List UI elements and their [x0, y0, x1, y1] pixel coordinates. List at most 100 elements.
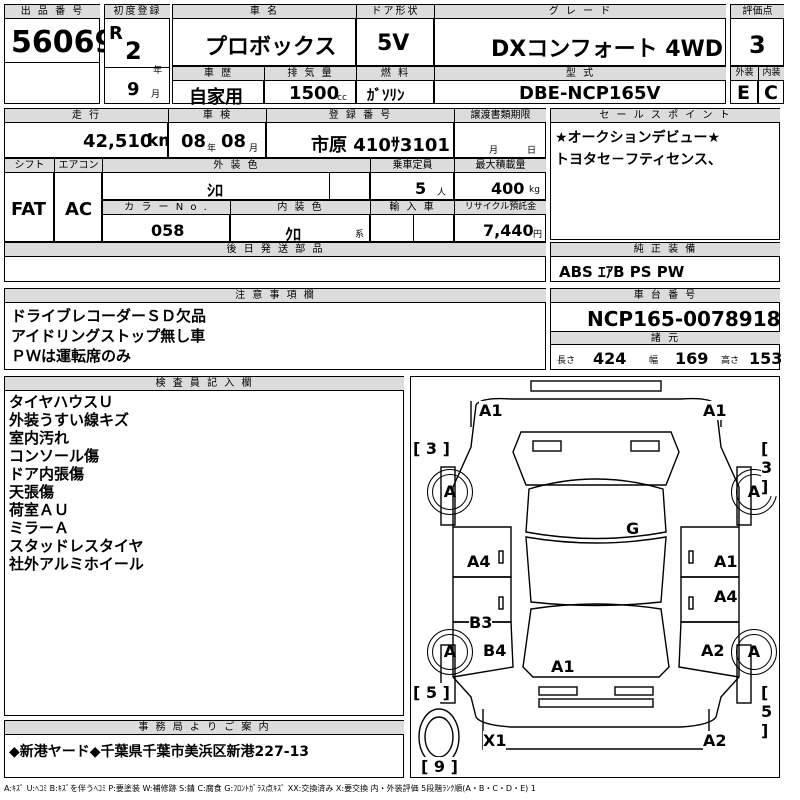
later-parts-cell: 後 日 発 送 部 品 — [4, 242, 546, 282]
inspector-line: 社外アルミホイール — [9, 555, 144, 573]
tire-rear-right: A — [731, 629, 777, 675]
registration-month: 9 — [127, 79, 140, 100]
equipment: ABS ｴｱB PS PW — [559, 263, 685, 281]
recycle-label: リサイクル預託金 — [455, 201, 546, 215]
load-unit: kg — [529, 185, 540, 195]
car-outline — [418, 380, 752, 766]
inspection-year-unit: 年 — [207, 144, 217, 154]
car-name-cell: 車 名 プロボックス — [172, 4, 356, 66]
color-no-cell: カ ラ ー N o . 058 — [102, 200, 230, 242]
office-text: ◆新港ヤード◆千葉県千葉市美浜区新港227-13 — [9, 744, 310, 760]
grade-cell: グ レ ー ド DXコンフォート 4WD — [434, 4, 726, 66]
inspector-label: 検 査 員 記 入 欄 — [5, 377, 404, 391]
sales-point-label: セ ー ル ス ポ イ ン ト — [551, 109, 780, 123]
equipment-label: 純 正 装 備 — [551, 243, 780, 257]
chassis-cell: 車 台 番 号 NCP165-0078918 諸 元 長さ 424 幅 169 … — [550, 288, 783, 370]
color-cell: 外 装 色 ｼﾛ — [102, 158, 370, 200]
chassis-label: 車 台 番 号 — [551, 289, 780, 303]
width: 169 — [675, 349, 709, 368]
car-name-label: 車 名 — [173, 5, 356, 19]
door-type: 5V — [377, 31, 410, 56]
inspection-cell: 車 検 08 年 08 月 — [168, 108, 266, 158]
grade-label: グ レ ー ド — [435, 5, 726, 19]
car-name: プロボックス — [205, 35, 337, 60]
transfer-month-unit: 月 — [489, 146, 499, 156]
shift-cell: シフト FAT — [4, 158, 54, 242]
mark-right-front-door: A1 — [714, 552, 738, 571]
inspection-label: 車 検 — [169, 109, 266, 123]
inspector-line: 室内汚れ — [9, 429, 70, 447]
height: 153 — [749, 349, 783, 368]
color-label: 外 装 色 — [103, 159, 370, 173]
door-cell: ドア形状 5V — [356, 4, 434, 66]
tire-front-left: A — [427, 469, 473, 515]
notes-line-1: ドライブレコーダーＳＤ欠品 — [11, 307, 207, 325]
displacement-unit: cc — [337, 93, 347, 103]
displacement-label: 排 気 量 — [265, 67, 356, 81]
load-label: 最大積載量 — [455, 159, 546, 173]
height-label: 高さ — [721, 356, 740, 366]
inspection-year: 08 — [181, 131, 207, 152]
fuel-cell: 燃 料 ｶﾞｿﾘﾝ — [356, 66, 434, 104]
month-unit: 月 — [151, 90, 161, 100]
score-cell: 評価点 3 — [730, 4, 784, 66]
top-info-block: 出 品 番 号 56069 初度登録 R 2 年 9 月 車 名 プロボックス … — [4, 4, 784, 108]
office-cell: 事 務 局 よ り ご 案 内 ◆新港ヤード◆千葉県千葉市美浜区新港227-13 — [4, 720, 404, 778]
interior-color-cell: 内 装 色 ｸﾛ 系 — [230, 200, 370, 244]
plate-number: 市原 410ｻ3101 — [311, 135, 450, 156]
sales-point-line-2: トヨタセ－フティセンス、 — [555, 152, 722, 168]
notes-line-2: アイドリングストップ無し車 — [11, 327, 206, 345]
first-registration-cell: 初度登録 R 2 年 9 月 — [104, 4, 170, 104]
spare-bracket: [ 9 ] — [421, 757, 458, 776]
grade: DXコンフォート 4WD — [491, 37, 724, 62]
interior-color: ｸﾛ — [285, 225, 302, 244]
sales-point-line-1: ★オークションデビュー★ — [555, 130, 721, 146]
mark-roof: G — [626, 519, 640, 538]
fuel-label: 燃 料 — [357, 67, 434, 81]
color-no: 058 — [151, 221, 185, 240]
notes-cell: 注 意 事 項 欄 ドライブレコーダーＳＤ欠品 アイドリングストップ無し車 ＰＷ… — [4, 288, 546, 370]
inspector-line: 荷室ＡＵ — [9, 501, 70, 519]
door-label: ドア形状 — [357, 5, 434, 19]
recycle-unit: 円 — [533, 230, 543, 240]
chassis-number: NCP165-0078918 — [587, 307, 781, 331]
fuel: ｶﾞｿﾘﾝ — [367, 86, 405, 104]
year-unit: 年 — [153, 66, 163, 76]
length-label: 長さ — [557, 356, 576, 366]
exterior-cell: 外装 E — [730, 66, 758, 104]
history-label: 車 歴 — [173, 67, 264, 81]
length: 424 — [593, 349, 627, 368]
plate-label: 登 録 番 号 — [267, 109, 454, 123]
transfer-day-unit: 日 — [527, 146, 537, 156]
lot-number-label: 出 品 番 号 — [5, 5, 100, 19]
import-label: 輸 入 車 — [371, 201, 454, 215]
color-no-label: カ ラ ー N o . — [103, 201, 230, 215]
inspector-line: スタッドレスタイヤ — [9, 537, 144, 555]
legend: A:ｷｽﾞ U:ﾍｺﾐ B:ｷｽﾞを伴うﾍｺﾐ P:要塗装 W:補修跡 S:錆 … — [4, 784, 536, 793]
tire-fr-bracket: [ 3 ] — [761, 439, 779, 496]
inspection-month-unit: 月 — [249, 144, 259, 154]
equipment-cell: 純 正 装 備 ABS ｴｱB PS PW — [550, 242, 780, 282]
mark-top-right: A1 — [703, 401, 727, 420]
recycle-cell: リサイクル預託金 7,440 円 — [454, 200, 546, 242]
color: ｼﾛ — [207, 181, 224, 200]
exterior-label: 外装 — [731, 67, 758, 81]
lot-number-cell: 出 品 番 号 56069 — [4, 4, 115, 104]
score: 3 — [749, 31, 766, 59]
era: R — [109, 23, 123, 44]
displacement: 1500 — [289, 83, 340, 104]
registration-year: 2 — [125, 37, 142, 65]
model-label: 型 式 — [435, 67, 726, 81]
interior-cell: 内装 C — [758, 66, 784, 104]
mark-bumper-right: A2 — [703, 731, 727, 750]
interior-color-label: 内 装 色 — [231, 201, 370, 215]
capacity-unit: 人 — [437, 188, 447, 198]
mark-right-rear-door: A4 — [714, 587, 738, 606]
mileage-label: 走 行 — [5, 109, 168, 123]
transfer-cell: 譲渡書類期限 月 日 — [454, 108, 546, 158]
recycle-fee: 7,440 — [483, 221, 534, 240]
plate-cell: 登 録 番 号 市原 410ｻ3101 — [266, 108, 454, 158]
import-cell: 輸 入 車 — [370, 200, 454, 242]
